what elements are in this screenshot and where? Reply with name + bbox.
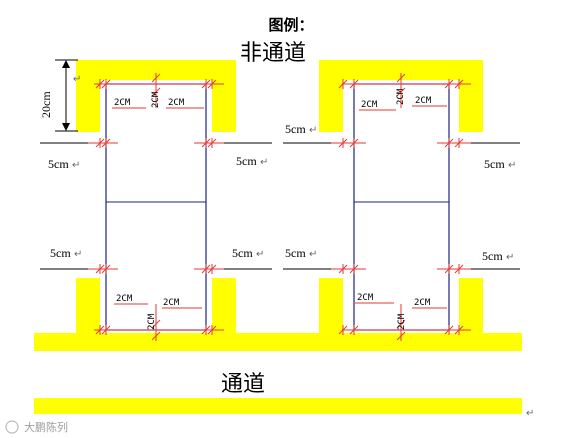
wall-top-right-beam (319, 60, 483, 80)
dim-20cm-arrows (62, 60, 70, 131)
wall-bottom-base (34, 333, 522, 351)
channel-strip (34, 398, 522, 414)
yellow-walls (34, 60, 522, 414)
height-label: 20cm (39, 91, 53, 118)
para-mark-6: ↵ (256, 249, 264, 260)
para-mark-2: ↵ (260, 157, 268, 168)
arrow-down-icon (62, 123, 70, 131)
wall-top-left-post-a (76, 60, 100, 132)
gap-label-4: 5cm (484, 157, 505, 171)
gap-label-1: 5cm (48, 157, 69, 171)
gap-label-6: 5cm (232, 246, 253, 260)
gap-labels: 5cm 5cm 5cm 5cm 5cm 5cm 5cm 5cm (48, 122, 505, 263)
wall-top-right-post-a (319, 60, 343, 132)
paragraph-marks: ↵ ↵ ↵ ↵ ↵ ↵ ↵ ↵ ↵ ↵ (72, 74, 534, 419)
watermark-logo-icon (5, 420, 19, 434)
non-channel-label: 非通道 (240, 41, 306, 66)
spacing-label-1: 2CM (114, 98, 131, 108)
gap-label-2: 5cm (236, 154, 257, 168)
spacing-label-7: 2CM (361, 100, 378, 110)
arrow-up-icon (62, 60, 70, 68)
gap-label-7: 5cm (285, 246, 306, 260)
channel-label: 通道 (221, 372, 265, 397)
gap-label-8: 5cm (482, 249, 503, 263)
spacing-label-6: 2CM (147, 313, 157, 330)
spacing-label-8: 2CM (415, 96, 432, 106)
display-frames (105, 83, 450, 331)
gap-label-5: 5cm (50, 246, 71, 260)
para-mark-10: ↵ (526, 408, 534, 419)
dimension-marks (88, 73, 471, 341)
spacing-label-9: 2CM (396, 88, 406, 105)
para-mark-8: ↵ (506, 252, 514, 263)
gap-label-3: 5cm (285, 122, 306, 136)
wall-bottom-post-1 (76, 278, 100, 338)
spacing-label-5: 2CM (163, 298, 180, 308)
wall-top-left-post-b (212, 60, 236, 132)
spacing-label-10: 2CM (357, 293, 374, 303)
spacing-labels: 2CM 2CM 2CM 2CM 2CM 2CM 2CM 2CM 2CM 2CM … (114, 88, 432, 330)
wall-top-left-beam (76, 60, 236, 80)
spacing-label-12: 2CM (397, 313, 407, 330)
reference-lines (40, 59, 520, 270)
para-mark-7: ↵ (309, 249, 317, 260)
para-mark-1: ↵ (72, 160, 80, 171)
wall-top-right-post-b (459, 60, 483, 132)
watermark-text: 大鹏陈列 (24, 420, 68, 434)
wall-bottom-post-3 (319, 278, 343, 338)
spacing-label-11: 2CM (414, 298, 431, 308)
spacing-label-2: 2CM (168, 98, 185, 108)
para-mark-9: ↵ (73, 74, 81, 85)
para-mark-4: ↵ (508, 160, 516, 171)
wall-bottom-post-4 (459, 278, 483, 338)
spacing-label-4: 2CM (116, 294, 133, 304)
wall-bottom-post-2 (212, 278, 236, 338)
para-mark-3: ↵ (309, 125, 317, 136)
para-mark-5: ↵ (74, 249, 82, 260)
spacing-label-3: 2CM (151, 91, 161, 108)
diagram-title: 图例： (268, 16, 313, 34)
watermark: 大鹏陈列 (5, 420, 68, 434)
